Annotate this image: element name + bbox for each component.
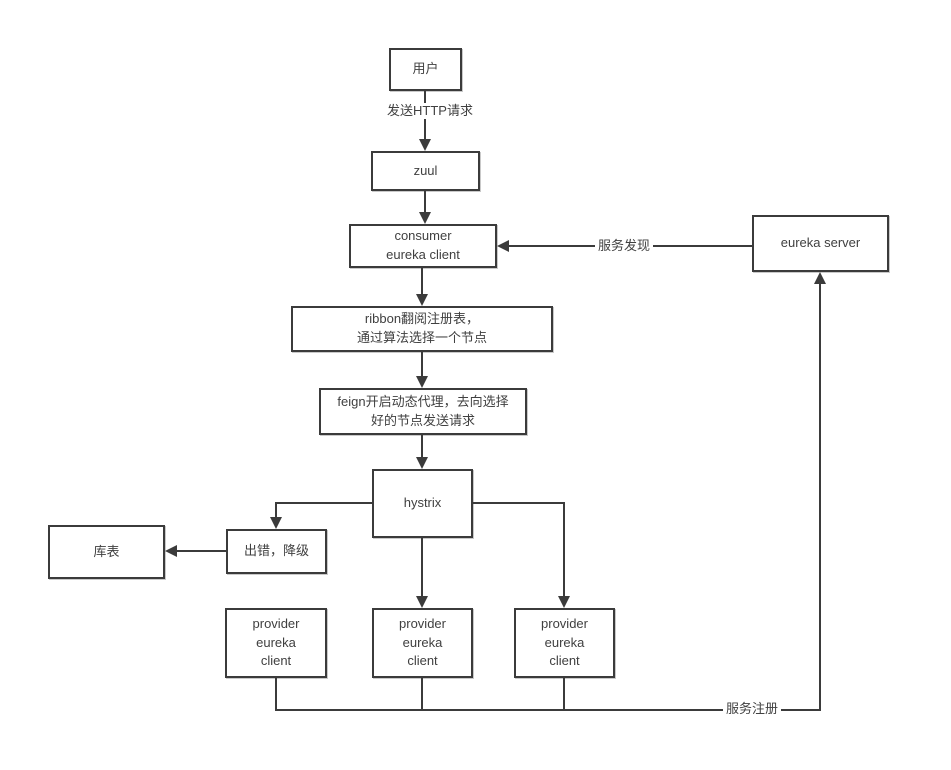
edge-zuul-to-consumer-line — [424, 191, 426, 213]
edge-hystrix-to-provider-right-arrowhead — [558, 596, 570, 608]
edge-hystrix-to-fallback-arrowhead — [270, 517, 282, 529]
edge-consumer-to-ribbon-line — [421, 268, 423, 295]
edge-hystrix-to-provider-right-vline — [563, 502, 565, 596]
edge-provider-left-descender — [275, 678, 277, 711]
edge-service-registration-vline — [819, 283, 821, 711]
edge-fallback-to-db-arrowhead — [165, 545, 177, 557]
edge-service-registration-arrowhead — [814, 272, 826, 284]
node-provider-eureka-client-left: provider eureka client — [225, 608, 327, 678]
node-user: 用户 — [389, 48, 462, 91]
edge-fallback-to-db-line — [177, 550, 226, 552]
edge-service-registration-hline — [275, 709, 821, 711]
node-db-table: 库表 — [48, 525, 165, 579]
node-consumer-eureka-client: consumer eureka client — [349, 224, 497, 268]
edge-hystrix-to-provider-middle-line — [421, 538, 423, 596]
edge-feign-to-hystrix-arrowhead — [416, 457, 428, 469]
node-zuul: zuul — [371, 151, 480, 191]
node-provider-eureka-client-middle: provider eureka client — [372, 608, 473, 678]
edge-feign-to-hystrix-line — [421, 435, 423, 458]
edge-label-service-discovery: 服务发现 — [595, 238, 654, 254]
node-hystrix: hystrix — [372, 469, 473, 538]
node-feign: feign开启动态代理，去向选择 好的节点发送请求 — [319, 388, 527, 435]
node-provider-eureka-client-right: provider eureka client — [514, 608, 615, 678]
edge-hystrix-to-provider-right-hline — [473, 502, 565, 504]
edge-ribbon-to-feign-line — [421, 352, 423, 377]
edge-provider-middle-descender — [421, 678, 423, 711]
edge-label-send-http: 发送HTTP请求 — [384, 103, 476, 119]
edge-zuul-to-consumer-arrowhead — [419, 212, 431, 224]
edge-provider-right-descender — [563, 678, 565, 711]
edge-service-discovery-arrowhead — [497, 240, 509, 252]
edge-hystrix-to-provider-middle-arrowhead — [416, 596, 428, 608]
edge-user-to-zuul-arrowhead — [419, 139, 431, 151]
edge-hystrix-to-fallback-hline — [275, 502, 372, 504]
edge-hystrix-to-fallback-vline — [275, 502, 277, 518]
edge-label-service-registration: 服务注册 — [723, 701, 782, 717]
node-eureka-server: eureka server — [752, 215, 889, 272]
node-ribbon: ribbon翻阅注册表， 通过算法选择一个节点 — [291, 306, 553, 352]
edge-consumer-to-ribbon-arrowhead — [416, 294, 428, 306]
edge-ribbon-to-feign-arrowhead — [416, 376, 428, 388]
node-fallback-degrade: 出错，降级 — [226, 529, 327, 574]
